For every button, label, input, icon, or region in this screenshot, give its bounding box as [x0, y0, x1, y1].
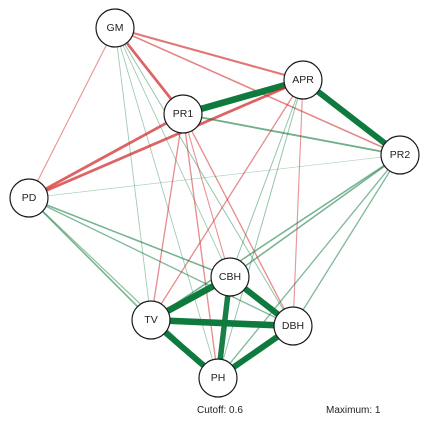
edge-pd-apr: [27, 78, 305, 200]
edge-pd-pr1: [27, 112, 185, 200]
node-label-cbh: CBH: [219, 271, 241, 283]
edge-apr-dbh: [292, 79, 304, 327]
node-apr: APR: [283, 60, 323, 100]
edges-layer: [27, 26, 404, 382]
node-label-ph: PH: [211, 372, 226, 384]
node-circle-ph: [198, 358, 238, 398]
edge-pr2-pd: [28, 154, 401, 199]
node-circle-apr: [283, 60, 323, 100]
edge-pr2-cbh: [229, 154, 401, 278]
edge-apr-cbh: [229, 79, 304, 278]
edge-gm-pd: [28, 27, 116, 199]
node-label-apr: APR: [292, 74, 314, 86]
node-label-tv: TV: [144, 314, 157, 326]
edge-gm-tv: [114, 27, 152, 321]
maximum-label: Maximum: 1: [326, 405, 381, 416]
edge-pr1-tv: [150, 113, 184, 321]
edge-pd-dbh: [28, 197, 294, 327]
node-circle-cbh: [210, 257, 250, 297]
edge-gm-apr: [113, 26, 305, 82]
edge-apr-ph: [217, 79, 304, 379]
edge-pr1-cbh: [182, 113, 231, 278]
edge-pr2-tv: [150, 154, 401, 321]
edge-pr1-ph: [182, 113, 219, 379]
node-label-dbh: DBH: [282, 320, 304, 332]
node-circle-pr1: [163, 94, 203, 134]
edge-pr2-ph: [217, 154, 401, 379]
node-gm: GM: [95, 8, 135, 48]
node-label-pr1: PR1: [173, 108, 194, 120]
edge-pr1-pr2: [182, 113, 401, 156]
edge-apr-tv: [150, 79, 304, 321]
node-ph: PH: [198, 358, 238, 398]
edge-pr2-dbh: [292, 154, 401, 327]
edge-gm-dbh: [114, 27, 294, 327]
edge-pd-cbh: [28, 197, 231, 278]
node-label-pd: PD: [22, 192, 37, 204]
node-circle-pr2: [380, 135, 420, 175]
node-circle-dbh: [273, 306, 313, 346]
cutoff-label: Cutoff: 0.6: [197, 405, 243, 416]
edge-pr1-apr: [179, 76, 307, 118]
edge-pd-tv: [28, 197, 152, 321]
edge-gm-cbh: [114, 27, 231, 278]
node-pd: PD: [9, 178, 49, 218]
node-circle-gm: [95, 8, 135, 48]
node-label-gm: GM: [107, 22, 124, 34]
node-pr2: PR2: [380, 135, 420, 175]
node-circle-pd: [9, 178, 49, 218]
node-tv: TV: [131, 300, 171, 340]
edge-pr1-dbh: [182, 113, 294, 327]
edge-apr-pr2: [299, 76, 404, 159]
edge-tv-dbh: [147, 316, 297, 330]
node-pr1: PR1: [163, 94, 203, 134]
node-dbh: DBH: [273, 306, 313, 346]
node-label-pr2: PR2: [390, 149, 411, 161]
node-cbh: CBH: [210, 257, 250, 297]
node-circle-tv: [131, 300, 171, 340]
